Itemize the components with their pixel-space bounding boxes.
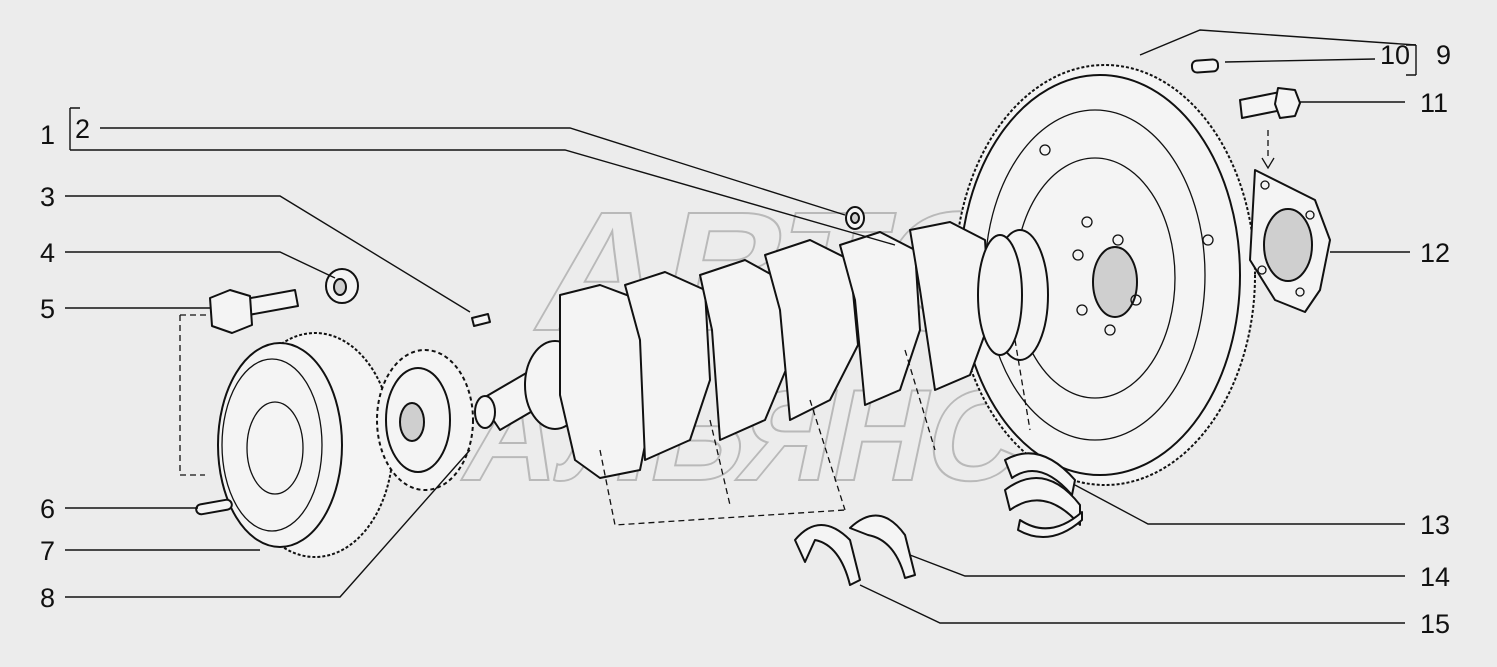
pulley-washer xyxy=(325,268,359,304)
callout-7: 7 xyxy=(40,536,55,566)
flywheel-plate xyxy=(1249,169,1331,313)
callout-9: 9 xyxy=(1436,40,1451,70)
crankshaft-plug xyxy=(845,206,865,230)
crankshaft-pulley xyxy=(217,332,394,558)
flywheel-bolt xyxy=(1239,87,1301,170)
callout-12: 12 xyxy=(1420,238,1450,268)
callout-2: 2 xyxy=(75,114,90,144)
thrust-washers xyxy=(794,514,916,586)
callout-5: 5 xyxy=(40,294,55,324)
timing-gear xyxy=(376,349,474,491)
pulley-pin xyxy=(195,498,233,516)
callout-3: 3 xyxy=(40,182,55,212)
callout-8: 8 xyxy=(40,583,55,613)
callout-11: 11 xyxy=(1420,88,1448,118)
dowel-pin xyxy=(1190,58,1220,74)
assembly-lines xyxy=(179,314,1031,526)
callout-4: 4 xyxy=(40,238,55,268)
callout-6: 6 xyxy=(40,494,55,524)
callout-10: 10 xyxy=(1380,40,1410,70)
pulley-bolt xyxy=(209,289,299,334)
main-bearing-shells xyxy=(1004,452,1083,538)
callout-13: 13 xyxy=(1420,510,1450,540)
gear-key xyxy=(471,313,491,327)
callout-1: 1 xyxy=(40,120,55,150)
callout-labels: 1 2 3 4 5 6 7 8 9 10 11 12 13 14 15 xyxy=(40,40,1451,639)
crankshaft xyxy=(474,221,1049,479)
callout-15: 15 xyxy=(1420,609,1450,639)
leader-lines xyxy=(65,29,1417,624)
callout-14: 14 xyxy=(1420,562,1450,592)
